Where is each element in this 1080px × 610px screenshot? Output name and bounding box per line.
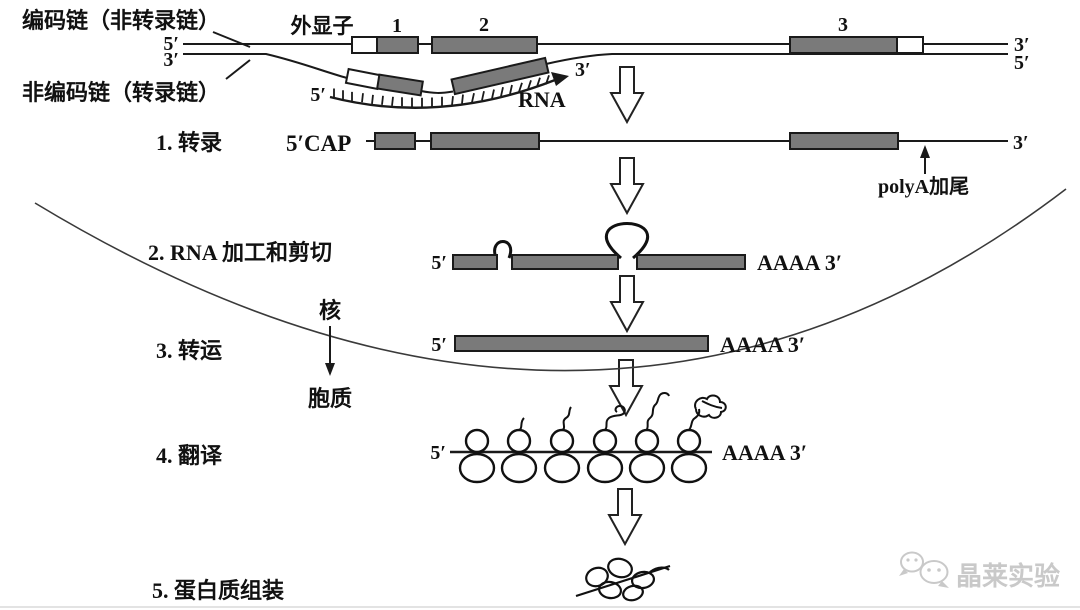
cap-label: 5′CAP xyxy=(286,131,351,156)
polypeptide-blob xyxy=(694,394,727,419)
pre-mrna-exon3 xyxy=(789,132,899,150)
rna-basepair-ticks xyxy=(333,75,550,107)
down-arrow-icon xyxy=(609,157,645,216)
exon1-utr-box xyxy=(351,36,378,54)
rna-strand xyxy=(329,78,556,109)
polya-label: polyA加尾 xyxy=(878,175,969,198)
template-strand-label: 非编码链（转录链） xyxy=(22,80,220,105)
exon3-utr-box xyxy=(896,36,924,54)
dna-left-5prime: 5′ xyxy=(163,33,179,55)
mrna-exon-c xyxy=(636,254,746,270)
down-arrow-icon xyxy=(607,488,643,547)
large-intron-lariat xyxy=(604,222,650,260)
nucleus-label: 核 xyxy=(319,298,341,323)
step5-label: 5. 蛋白质组装 xyxy=(152,578,284,603)
coding-strand-label: 编码链（非转录链） xyxy=(22,8,220,33)
template-strand-pointer-line xyxy=(225,59,251,80)
nuclear-envelope-curve xyxy=(34,188,1067,372)
processing-row: 2. RNA 加工和剪切 5′ AAAA 3′ xyxy=(148,222,842,275)
mature-mrna-bar xyxy=(454,335,709,352)
transport-polya-tail: AAAA 3′ xyxy=(720,332,805,357)
down-arrow-icon xyxy=(609,66,645,125)
processing-5prime: 5′ xyxy=(431,252,447,274)
rna-label: RNA xyxy=(518,87,566,112)
polya-arrowhead-icon xyxy=(920,145,930,158)
bottom-border-line xyxy=(0,606,1080,608)
exon-number-3: 3 xyxy=(838,14,848,36)
rna-5prime: 5′ xyxy=(310,84,326,106)
transport-row: 3. 转运 核 胞质 5′ AAAA 3′ xyxy=(156,298,805,411)
pre-mrna-3prime: 3′ xyxy=(1013,132,1029,154)
cytoplasm-label: 胞质 xyxy=(308,386,352,411)
step1-label: 1. 转录 xyxy=(156,130,222,155)
wechat-icon xyxy=(899,551,949,588)
dna-section: 编码链（非转录链） 非编码链（转录链） 5′ 3′ 3′ 5′ 外显子 1 2 … xyxy=(22,8,1030,112)
ribosome xyxy=(500,428,538,484)
mrna-exon-b xyxy=(511,254,619,270)
nucleus-to-cytoplasm-arrowhead-icon xyxy=(325,363,335,376)
exon-label: 外显子 xyxy=(291,14,354,38)
transport-5prime: 5′ xyxy=(431,334,447,356)
bubble-utr-box xyxy=(344,67,382,91)
ribosome xyxy=(543,428,581,484)
pre-mrna-exon2 xyxy=(430,132,540,150)
translation-row: 4. 翻译 5′ AAAA 3′ xyxy=(156,391,807,484)
exon3-box xyxy=(789,36,898,54)
dna-right-5prime: 5′ xyxy=(1014,52,1030,74)
mrna-exon-a xyxy=(452,254,498,270)
watermark-text: 晶莱实验 xyxy=(956,561,1060,591)
ribosomes xyxy=(458,428,708,484)
exon-number-1: 1 xyxy=(392,15,402,37)
ribosome xyxy=(628,428,666,484)
folded-protein xyxy=(575,557,671,602)
small-intron-lariat xyxy=(493,240,513,259)
polypeptide-chain xyxy=(560,406,572,432)
protein-assembly-row: 5. 蛋白质组装 xyxy=(152,557,671,603)
polypeptide-chain xyxy=(603,404,626,432)
rna-arrowhead-icon xyxy=(551,72,569,86)
dna-bottom-strand xyxy=(183,53,1008,94)
step4-label: 4. 翻译 xyxy=(156,443,223,468)
step2-label: 2. RNA 加工和剪切 xyxy=(148,240,332,265)
bubble-exon2-box xyxy=(450,56,550,96)
nascent-rna: 5′ 3′ RNA xyxy=(310,59,590,112)
translation-polya-tail: AAAA 3′ xyxy=(722,440,807,465)
pre-mrna-exon1 xyxy=(374,132,416,150)
dna-left-3prime: 3′ xyxy=(163,49,179,71)
rna-3prime: 3′ xyxy=(575,59,591,81)
exon2-box xyxy=(431,36,538,54)
ribosome xyxy=(670,428,708,484)
step-arrows xyxy=(607,66,645,547)
polypeptide-chain xyxy=(687,408,701,432)
down-arrow-icon xyxy=(609,275,645,334)
exon1-box xyxy=(376,36,419,54)
step3-label: 3. 转运 xyxy=(156,338,222,363)
ribosome xyxy=(586,428,624,484)
bubble-exon1-box xyxy=(376,73,424,97)
transcription-row: 1. 转录 5′CAP 3′ polyA加尾 xyxy=(156,130,1029,198)
dna-right-3prime: 3′ xyxy=(1014,34,1030,56)
watermark: 晶莱实验 xyxy=(899,551,1060,591)
processing-polya-tail: AAAA 3′ xyxy=(757,250,842,275)
ribosome xyxy=(458,428,496,484)
exon-number-2: 2 xyxy=(479,14,489,36)
down-arrow-icon xyxy=(608,359,644,418)
translation-5prime: 5′ xyxy=(430,442,446,464)
polypeptide-chain xyxy=(645,391,670,432)
